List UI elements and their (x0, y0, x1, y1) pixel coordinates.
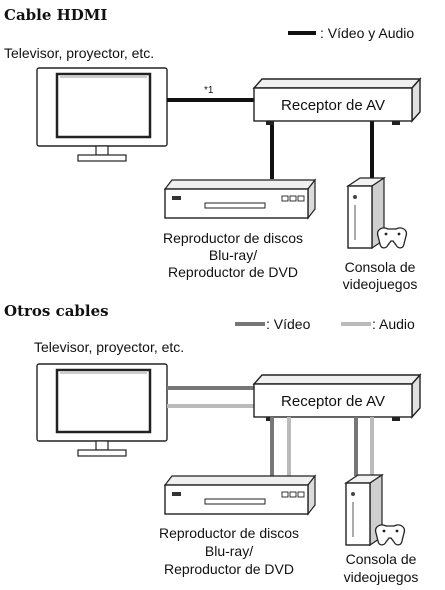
other-receiver-label: Receptor de AV (281, 393, 385, 410)
bluray-player-icon (163, 474, 317, 516)
other-console-label-line2: videojuegos (344, 569, 419, 585)
hdmi-console-label-line1: Consola de (345, 259, 416, 275)
tv-icon (36, 363, 168, 457)
legend-video-label: : Vídeo (266, 316, 311, 332)
game-controller-icon (376, 227, 408, 249)
legend-hdmi-label: : Vídeo y Audio (320, 25, 414, 41)
tv-icon (36, 67, 168, 162)
other-player-label-line2: Blu-ray/ (205, 543, 253, 559)
game-controller-icon (374, 524, 406, 546)
hdmi-tv-label: Televisor, proyector, etc. (4, 45, 154, 61)
hdmi-player-label-line3: Reproductor de DVD (168, 264, 298, 280)
hdmi-console-label-line2: videojuegos (343, 276, 418, 292)
hdmi-player-label-line1: Reproductor de discos (163, 230, 303, 246)
other-player-label-line3: Reproductor de DVD (164, 561, 294, 577)
hdmi-section-heading: Cable HDMI (4, 6, 107, 24)
hdmi-player-label-line2: Blu-ray/ (209, 247, 257, 263)
other-console-label-line1: Consola de (346, 551, 417, 567)
legend-audio-label: : Audio (372, 316, 415, 332)
hdmi-receiver-label: Receptor de AV (281, 97, 385, 114)
other-section-heading: Otros cables (4, 302, 109, 320)
other-player-label-line1: Reproductor de discos (159, 525, 299, 541)
av-receiver-icon (252, 77, 422, 125)
game-console-icon (344, 473, 384, 547)
av-receiver-icon (252, 373, 422, 421)
hdmi-note-mark: *1 (204, 85, 214, 96)
bluray-player-icon (163, 178, 317, 220)
other-tv-label: Televisor, proyector, etc. (34, 339, 184, 355)
